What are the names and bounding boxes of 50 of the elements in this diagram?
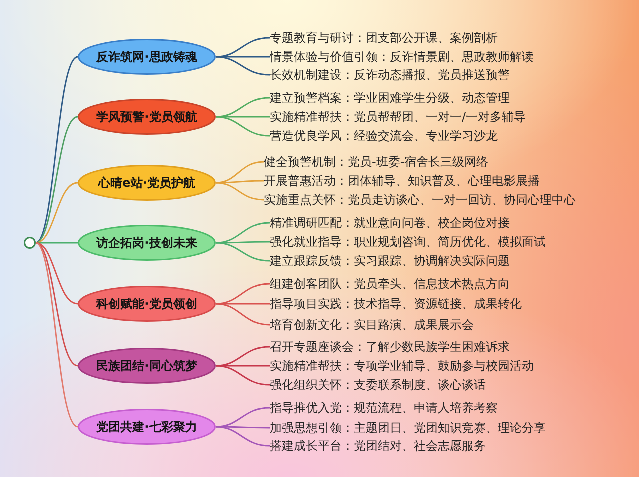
item-text: 组建创客团队：党员牵头、信息技术热点方向 xyxy=(270,276,510,292)
topic-ellipse: 科创赋能·党员领创 xyxy=(78,286,216,322)
connector-line xyxy=(36,242,78,305)
item-text: 精准调研匹配：就业意向问卷、校企岗位对接 xyxy=(270,215,510,231)
connector-line xyxy=(36,242,78,367)
topic-ellipse: 访企拓岗·技创未来 xyxy=(78,225,216,261)
item-text: 实施精准帮扶：专项学业辅导、鼓励参与校园活动 xyxy=(270,358,534,374)
connector-line xyxy=(216,283,270,305)
connector-line xyxy=(216,56,270,76)
item-text: 指导项目实践：技术指导、资源链接、成果转化 xyxy=(270,296,522,312)
connector-line xyxy=(216,303,270,326)
connector-line xyxy=(216,242,270,262)
connector-line xyxy=(216,407,270,428)
topic-ellipse: 党团共建·七彩聚力 xyxy=(78,409,216,445)
connector-line xyxy=(216,161,264,184)
topic-ellipse: 心晴e站·党员护航 xyxy=(78,165,216,201)
item-text: 健全预警机制：党员-班委-宿舍长三级网络 xyxy=(264,154,489,170)
item-text: 长效机制建设：反诈动态播报、党员推送预警 xyxy=(270,67,510,83)
topic-ellipse: 学风预警·党员领航 xyxy=(78,99,216,135)
connector-line xyxy=(216,116,270,137)
item-text: 实施精准帮扶：党员帮帮团、一对一/一对多辅导 xyxy=(270,109,526,125)
item-text: 指导推优入党：规范流程、申请人培养考察 xyxy=(270,400,498,416)
item-text: 情景体验与价值引领：反诈情景剧、思政教师解读 xyxy=(270,49,534,65)
connector-line xyxy=(36,182,78,244)
connector-line xyxy=(216,426,270,447)
item-text: 召开专题座谈会：了解少数民族学生困难诉求 xyxy=(270,339,510,355)
connector-line xyxy=(36,242,78,428)
item-text: 加强思想引领：主题团日、党团知识竞赛、理论分享 xyxy=(270,420,546,436)
topic-ellipse: 反诈筑网·思政铸魂 xyxy=(78,39,216,75)
connector-line xyxy=(36,242,78,244)
item-text: 专题教育与研讨：团支部公开课、案例剖析 xyxy=(270,30,498,46)
connector-line xyxy=(216,182,264,201)
connector-line xyxy=(216,346,270,367)
item-text: 搭建成长平台：党团结对、社会志愿服务 xyxy=(270,438,486,454)
connector-line xyxy=(36,116,78,244)
root-circle xyxy=(24,237,36,249)
connector-line xyxy=(36,56,78,244)
connector-line xyxy=(216,97,270,118)
item-text: 建立预警档案：学业困难学生分级、动态管理 xyxy=(270,90,510,106)
item-text: 培育创新文化：实目路演、成果展示会 xyxy=(270,317,474,333)
topic-ellipse: 民族团结·同心筑梦 xyxy=(78,348,216,384)
item-text: 建立跟踪反馈：实习跟踪、协调解决实际问题 xyxy=(270,253,510,269)
item-text: 开展普惠活动：团体辅导、知识普及、心理电影展播 xyxy=(264,173,540,189)
connector-line xyxy=(216,365,270,386)
item-text: 强化组织关怀：支委联系制度、谈心谈话 xyxy=(270,377,486,393)
item-text: 实施重点关怀：党员走访谈心、一对一回访、协同心理中心 xyxy=(264,192,576,208)
item-text: 营造优良学风：经验交流会、专业学习沙龙 xyxy=(270,128,498,144)
connector-line xyxy=(216,37,270,58)
item-text: 强化就业指导：职业规划咨询、简历优化、模拟面试 xyxy=(270,234,546,250)
connector-line xyxy=(216,222,270,244)
